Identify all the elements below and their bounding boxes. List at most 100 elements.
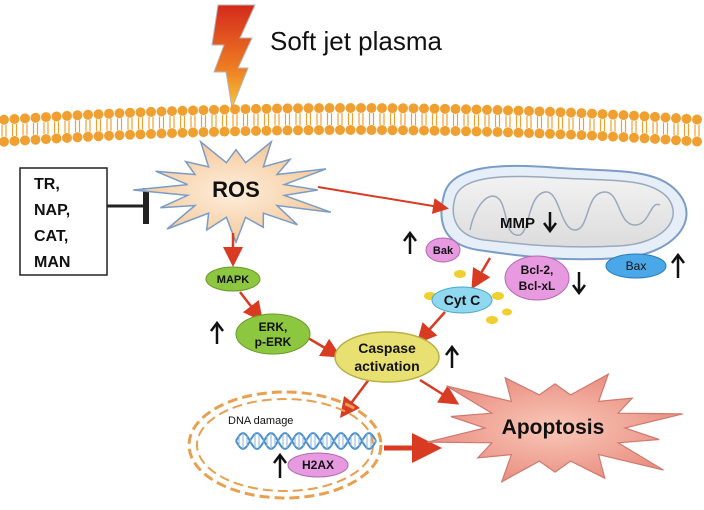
lipid-tail bbox=[253, 113, 259, 126]
lipid-head bbox=[356, 103, 366, 114]
lipid-head bbox=[671, 113, 681, 124]
lipid-head bbox=[345, 103, 356, 114]
lipid-head bbox=[387, 103, 398, 114]
apoptosis-burst bbox=[427, 372, 683, 484]
cytc-label: Cyt C bbox=[444, 292, 481, 308]
lipid-head bbox=[650, 111, 660, 122]
lipid-head bbox=[681, 135, 692, 146]
mmp-label: MMP bbox=[500, 215, 535, 232]
lipid-tail bbox=[85, 119, 91, 132]
lipid-head bbox=[482, 104, 492, 115]
lipid-head bbox=[83, 131, 93, 142]
lipid-head bbox=[146, 128, 156, 139]
erk-up-arrow-icon bbox=[210, 320, 224, 344]
lipid-head bbox=[576, 108, 587, 119]
lipid-tail bbox=[400, 113, 406, 126]
lipid-tail bbox=[200, 115, 207, 128]
lipid-head bbox=[555, 107, 566, 118]
lipid-head bbox=[408, 103, 419, 114]
inhibitor-label: CAT, bbox=[34, 228, 68, 245]
lipid-head bbox=[114, 108, 125, 119]
caspase-to-dna-arrow bbox=[340, 377, 371, 418]
lipid-head bbox=[429, 125, 440, 136]
lipid-tail bbox=[1, 124, 7, 137]
lipid-tail bbox=[190, 115, 196, 128]
lipid-head bbox=[20, 113, 30, 124]
mapk-to-erk-arrow bbox=[239, 291, 264, 322]
lipid-head bbox=[398, 103, 408, 114]
lipid-head bbox=[9, 114, 20, 125]
lipid-head bbox=[156, 128, 167, 139]
cytc-node bbox=[431, 286, 493, 314]
lipid-head bbox=[146, 106, 156, 117]
lipid-head bbox=[272, 125, 282, 136]
erk-label: ERK, bbox=[259, 320, 288, 334]
lipid-head bbox=[650, 133, 660, 144]
bcl-label: Bcl-2, bbox=[521, 263, 554, 277]
lipid-head bbox=[251, 125, 261, 136]
lipid-tail bbox=[368, 113, 375, 126]
dna-helix-icon bbox=[235, 432, 377, 450]
lipid-tail bbox=[116, 118, 123, 131]
lipid-tail bbox=[631, 120, 637, 133]
lipid-head bbox=[597, 131, 608, 142]
lipid-tail bbox=[515, 115, 522, 128]
lipid-tail bbox=[673, 123, 679, 136]
lipid-head bbox=[366, 125, 377, 136]
lipid-head bbox=[587, 130, 597, 141]
lipid-tail bbox=[694, 124, 700, 137]
lipid-head bbox=[62, 132, 72, 143]
lipid-tail bbox=[295, 113, 301, 126]
lipid-tail bbox=[536, 116, 543, 129]
lipid-tail bbox=[494, 115, 501, 128]
lipid-tail bbox=[179, 115, 186, 128]
lipid-head bbox=[125, 107, 135, 118]
lipid-head bbox=[608, 131, 618, 142]
bcl-down-arrow-icon bbox=[572, 272, 586, 296]
lipid-head bbox=[408, 125, 419, 136]
lipid-head bbox=[314, 103, 324, 114]
lipid-tail bbox=[452, 114, 459, 127]
lipid-head bbox=[0, 136, 9, 147]
lipid-tail bbox=[505, 115, 511, 128]
lipid-tail bbox=[284, 113, 291, 126]
lipid-tail bbox=[662, 122, 669, 135]
lipid-head bbox=[0, 114, 9, 125]
lipid-tail bbox=[652, 121, 658, 134]
lipid-head bbox=[125, 129, 135, 140]
lipid-head bbox=[167, 128, 177, 139]
lipid-tail bbox=[337, 113, 343, 126]
lipid-head bbox=[429, 103, 440, 114]
lipid-head bbox=[261, 103, 272, 114]
lipid-head bbox=[356, 125, 366, 136]
lipid-head bbox=[156, 106, 167, 117]
lipid-head bbox=[230, 126, 240, 137]
cell-membrane bbox=[0, 103, 702, 147]
lipid-head bbox=[555, 129, 566, 140]
lipid-head bbox=[30, 112, 41, 123]
lipid-head bbox=[345, 125, 356, 136]
diagram-title: Soft jet plasma bbox=[270, 26, 443, 56]
lipid-tail bbox=[53, 121, 60, 134]
mito-to-cytc-arrow bbox=[471, 257, 492, 290]
lipid-head bbox=[471, 104, 482, 115]
h2ax-label: H2AX bbox=[302, 458, 334, 472]
lipid-head bbox=[282, 125, 293, 136]
lipid-tail bbox=[305, 113, 312, 126]
nucleus bbox=[187, 390, 383, 500]
lipid-head bbox=[135, 129, 146, 140]
lipid-head bbox=[587, 108, 597, 119]
lipid-tail bbox=[484, 114, 490, 127]
lipid-tail bbox=[641, 121, 648, 134]
lipid-tail bbox=[106, 118, 112, 131]
lipid-tail bbox=[326, 113, 333, 126]
lipid-head bbox=[639, 133, 650, 144]
lipid-head bbox=[198, 105, 209, 116]
lipid-head bbox=[597, 109, 608, 120]
lipid-tail bbox=[410, 113, 417, 126]
lipid-tail bbox=[137, 117, 144, 130]
lipid-tail bbox=[620, 120, 627, 133]
inhibitor-label: MAN bbox=[34, 254, 70, 271]
lipid-head bbox=[503, 105, 513, 116]
lipid-head bbox=[303, 125, 314, 136]
